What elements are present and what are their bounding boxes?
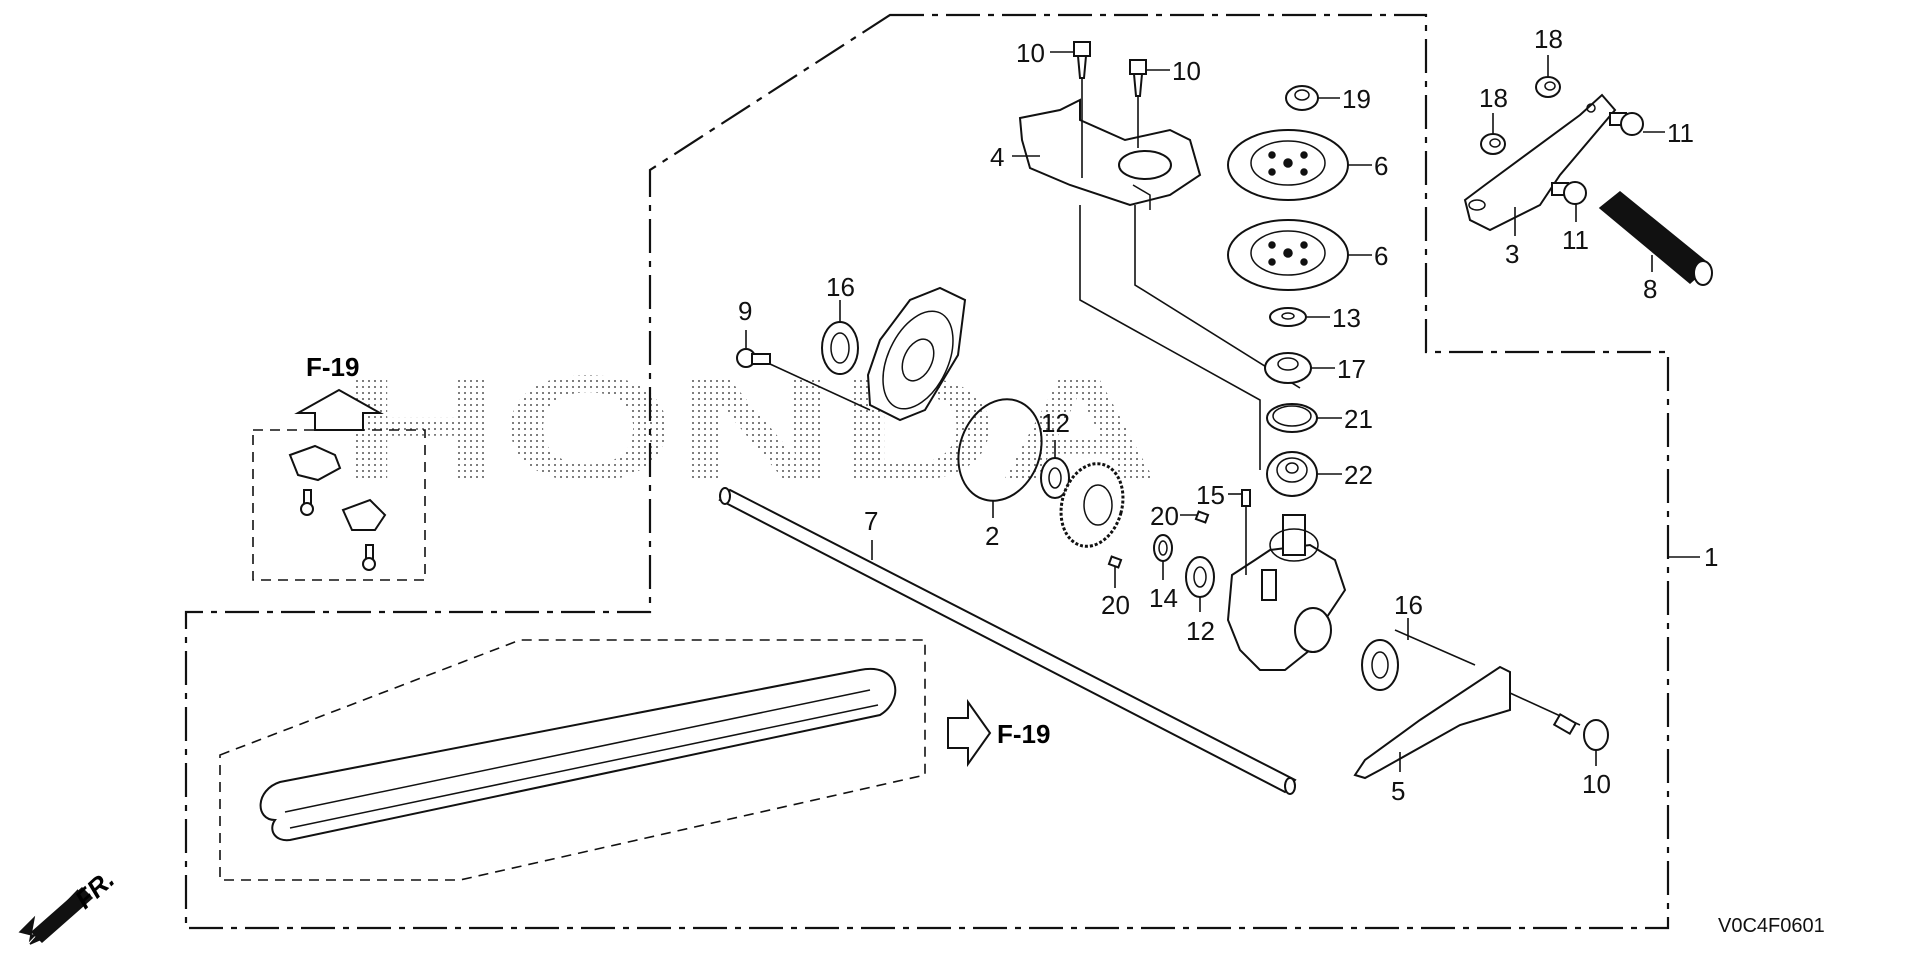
part-19-nut: [1285, 85, 1319, 111]
gear-case: [1226, 514, 1347, 671]
part-12-washer-b: [1185, 556, 1215, 598]
callout-18b: 18: [1479, 83, 1508, 113]
part-16-seal-b: [1361, 629, 1476, 691]
callout-11b: 11: [1562, 225, 1589, 255]
callout-17: 17: [1337, 354, 1366, 384]
part-13-washer: [1269, 307, 1307, 327]
callout-4: 4: [990, 142, 1004, 172]
callout-7: 7: [864, 506, 878, 536]
inset-screw-b: [362, 544, 376, 571]
drive-belt: [259, 667, 897, 842]
part-7-shaft: [718, 487, 1297, 795]
callout-9: 9: [738, 296, 752, 326]
inset-bracket-a: [288, 444, 342, 482]
bevel-gear: [1059, 462, 1125, 548]
part-6-pulley-a: [1227, 129, 1349, 201]
part-11-bolt-b: [1551, 181, 1587, 205]
part-18-nut-a: [1535, 76, 1561, 98]
callout-1: 1: [1704, 542, 1718, 572]
part-4-bracket: [1018, 98, 1202, 210]
callout-6a: 6: [1374, 151, 1388, 181]
bolt-10-b: [1129, 59, 1147, 148]
reference-f19-right: F-19: [997, 719, 1050, 749]
part-21-circlip: [1266, 403, 1318, 433]
assembly-boundary: [184, 13, 1670, 930]
cover: [866, 286, 967, 422]
callout-10c: 10: [1582, 769, 1611, 799]
part-3-bracket: [1463, 93, 1617, 232]
front-arrow-icon: [18, 889, 79, 945]
arrow-right-icon: [947, 698, 992, 768]
part-18-nut-b: [1480, 133, 1506, 155]
leader-bracket-case-2: [1134, 205, 1301, 389]
callout-22: 22: [1344, 460, 1373, 490]
figure-code: V0C4F0601: [1718, 915, 1825, 937]
part-20-pin-a: [1194, 510, 1210, 524]
callout-20a: 20: [1150, 501, 1179, 531]
part-10-bolt-c: [1552, 712, 1609, 751]
part-2-o-ring: [957, 398, 1043, 502]
belt-box: [219, 639, 926, 881]
callout-15: 15: [1196, 480, 1225, 510]
callout-11a: 11: [1667, 118, 1694, 148]
callout-14: 14: [1149, 583, 1178, 613]
part-11-bolt-a: [1609, 112, 1644, 136]
callout-16b: 16: [1394, 590, 1423, 620]
callout-6b: 6: [1374, 241, 1388, 271]
part-15-pin: [1241, 489, 1251, 575]
reference-f19-up: F-19: [306, 352, 359, 382]
front-arrow: FR.: [18, 864, 120, 945]
arrow-up-icon: [294, 388, 384, 431]
part-9-bolt: [736, 348, 871, 411]
inset-bracket-b: [341, 498, 387, 531]
inset-screw-a: [300, 489, 314, 516]
callout-13: 13: [1332, 303, 1361, 333]
callout-18a: 18: [1534, 24, 1563, 54]
callout-21: 21: [1344, 404, 1373, 434]
callout-2: 2: [985, 521, 999, 551]
callout-16a: 16: [826, 272, 855, 302]
callout-12a: 12: [1041, 408, 1070, 438]
callout-12b: 12: [1186, 616, 1215, 646]
callout-20b: 20: [1101, 590, 1130, 620]
callout-10a: 10: [1016, 38, 1045, 68]
part-8-stud: [1598, 191, 1713, 286]
part-22-bearing: [1266, 451, 1318, 497]
callouts: 1 2 3 4 5 6 6 7 8 9 10 10 10 11 11 12 12: [738, 24, 1718, 806]
callout-8: 8: [1643, 274, 1657, 304]
bolt-10-a: [1073, 41, 1091, 178]
callout-5: 5: [1391, 776, 1405, 806]
part-14-seal: [1153, 534, 1173, 562]
part-17-seal: [1264, 352, 1312, 384]
part-20-pin-b: [1107, 555, 1123, 569]
part-6-pulley-b: [1227, 219, 1349, 291]
callout-19: 19: [1342, 84, 1371, 114]
honda-watermark: HONDA: [340, 344, 1160, 512]
leader-bracket-case: [1079, 205, 1261, 470]
callout-10b: 10: [1172, 56, 1201, 86]
callout-3: 3: [1505, 239, 1519, 269]
part-16-seal-a: [821, 321, 859, 375]
